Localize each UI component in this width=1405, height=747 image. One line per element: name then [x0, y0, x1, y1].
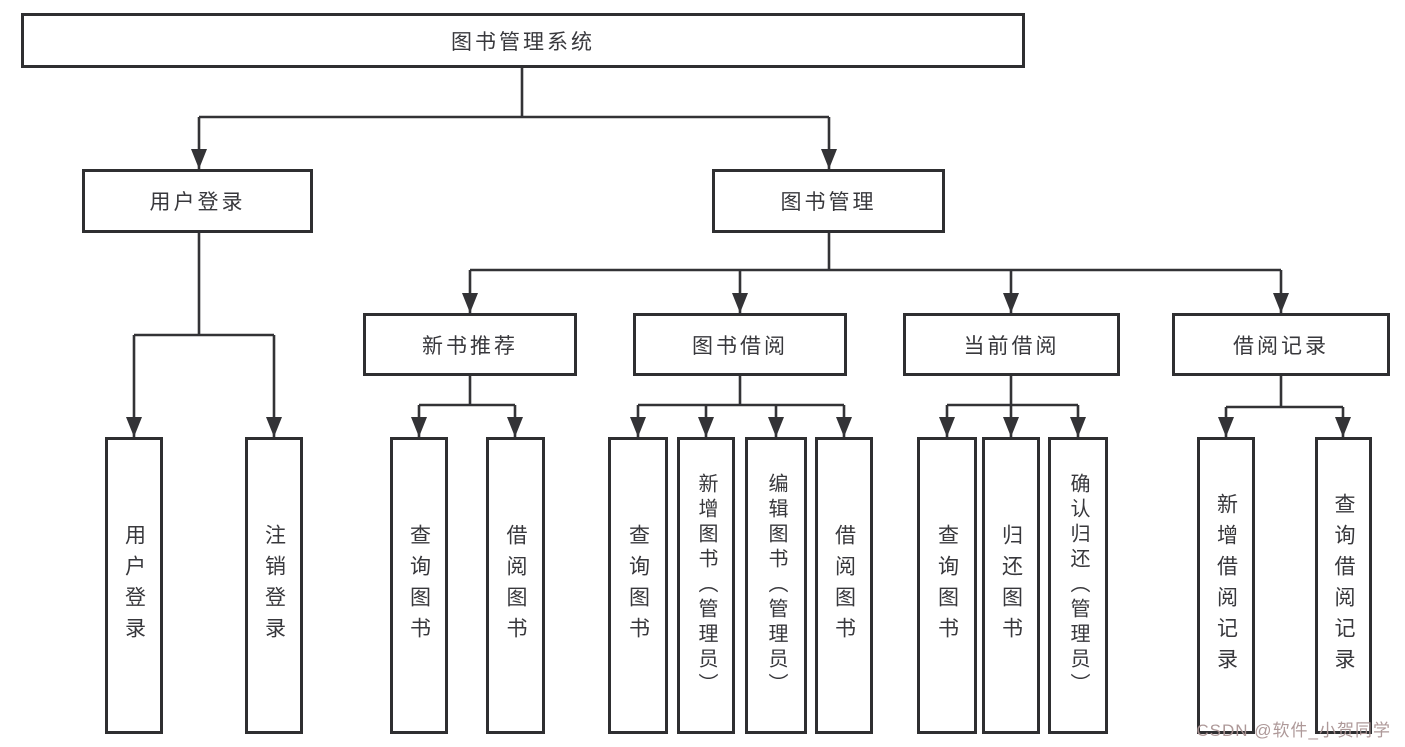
- node-user-login: 用户登录: [82, 169, 313, 233]
- edge-user-login-split: [126, 233, 282, 437]
- csdn-watermark: CSDN @软件_小贺同学: [1196, 721, 1391, 740]
- edge-current-borrow-split: [939, 376, 1086, 437]
- edge-new-books-split: [411, 376, 523, 437]
- node-leaf-add-books-admin: 新增图书（管理员）: [677, 437, 735, 734]
- edge-book-mgmt-split: [462, 233, 1289, 313]
- node-book-borrow: 图书借阅: [633, 313, 847, 376]
- node-leaf-borrow-books-newbooks: 借阅图书: [486, 437, 545, 734]
- node-borrow-records: 借阅记录: [1172, 313, 1390, 376]
- edge-root-split: [191, 67, 837, 169]
- node-leaf-logout: 注销登录: [245, 437, 303, 734]
- node-current-borrow: 当前借阅: [903, 313, 1120, 376]
- node-new-books: 新书推荐: [363, 313, 577, 376]
- node-root-title: 图书管理系统: [21, 13, 1025, 68]
- node-leaf-user-login: 用户登录: [105, 437, 163, 734]
- node-leaf-query-books-borrow: 查询图书: [608, 437, 668, 734]
- node-leaf-edit-books-admin: 编辑图书（管理员）: [745, 437, 807, 734]
- node-leaf-confirm-return-admin: 确认归还（管理员）: [1048, 437, 1108, 734]
- node-book-mgmt: 图书管理: [712, 169, 945, 233]
- edge-borrow-records-split: [1218, 376, 1351, 437]
- node-leaf-borrow-books: 借阅图书: [815, 437, 873, 734]
- node-leaf-query-books-newbooks: 查询图书: [390, 437, 448, 734]
- edge-book-borrow-split: [630, 376, 852, 437]
- node-leaf-query-books-current: 查询图书: [917, 437, 977, 734]
- node-leaf-query-borrow-record: 查询借阅记录: [1315, 437, 1372, 734]
- node-leaf-add-borrow-record: 新增借阅记录: [1197, 437, 1255, 734]
- node-leaf-return-books: 归还图书: [982, 437, 1040, 734]
